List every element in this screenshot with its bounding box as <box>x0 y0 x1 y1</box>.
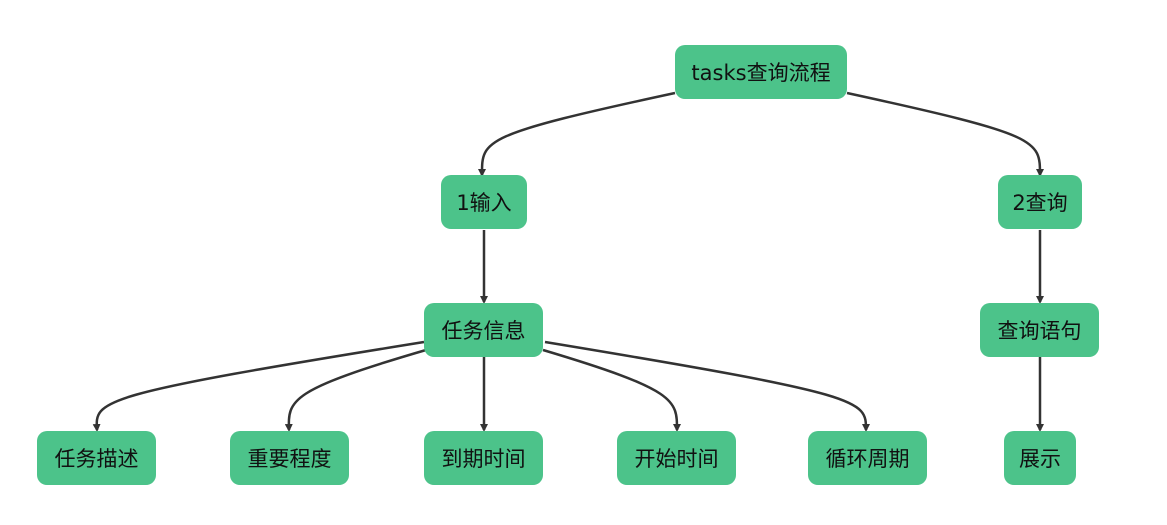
node-task-info-label: 任务信息 <box>441 319 526 343</box>
node-start-time-label: 开始时间 <box>634 447 719 471</box>
node-input[interactable]: 1输入 <box>441 175 527 229</box>
edge-taskinfo-to-cycle <box>544 340 870 432</box>
node-root[interactable]: tasks查询流程 <box>675 45 847 99</box>
node-query[interactable]: 2查询 <box>998 175 1082 229</box>
edge-taskinfo-to-importance <box>284 348 427 432</box>
node-query-statement[interactable]: 查询语句 <box>980 303 1099 357</box>
node-query-label: 2查询 <box>1012 191 1068 215</box>
edge-root-to-query <box>846 91 1044 177</box>
node-task-info[interactable]: 任务信息 <box>424 303 543 357</box>
node-task-description[interactable]: 任务描述 <box>37 431 156 485</box>
node-cycle[interactable]: 循环周期 <box>808 431 927 485</box>
node-display-label: 展示 <box>1019 447 1061 471</box>
node-display[interactable]: 展示 <box>1004 431 1076 485</box>
node-start-time[interactable]: 开始时间 <box>617 431 736 485</box>
node-root-label: tasks查询流程 <box>691 61 831 85</box>
edge-root-to-input <box>477 91 676 177</box>
node-query-statement-label: 查询语句 <box>997 319 1082 343</box>
node-input-label: 1输入 <box>456 191 512 215</box>
node-cycle-label: 循环周期 <box>825 447 910 471</box>
edge-taskinfo-to-desc <box>92 340 425 432</box>
node-task-description-label: 任务描述 <box>54 447 139 471</box>
node-due-time[interactable]: 到期时间 <box>424 431 543 485</box>
node-due-time-label: 到期时间 <box>441 447 526 471</box>
edge-taskinfo-to-start <box>542 348 681 432</box>
node-importance-label: 重要程度 <box>247 447 332 471</box>
node-importance[interactable]: 重要程度 <box>230 431 349 485</box>
